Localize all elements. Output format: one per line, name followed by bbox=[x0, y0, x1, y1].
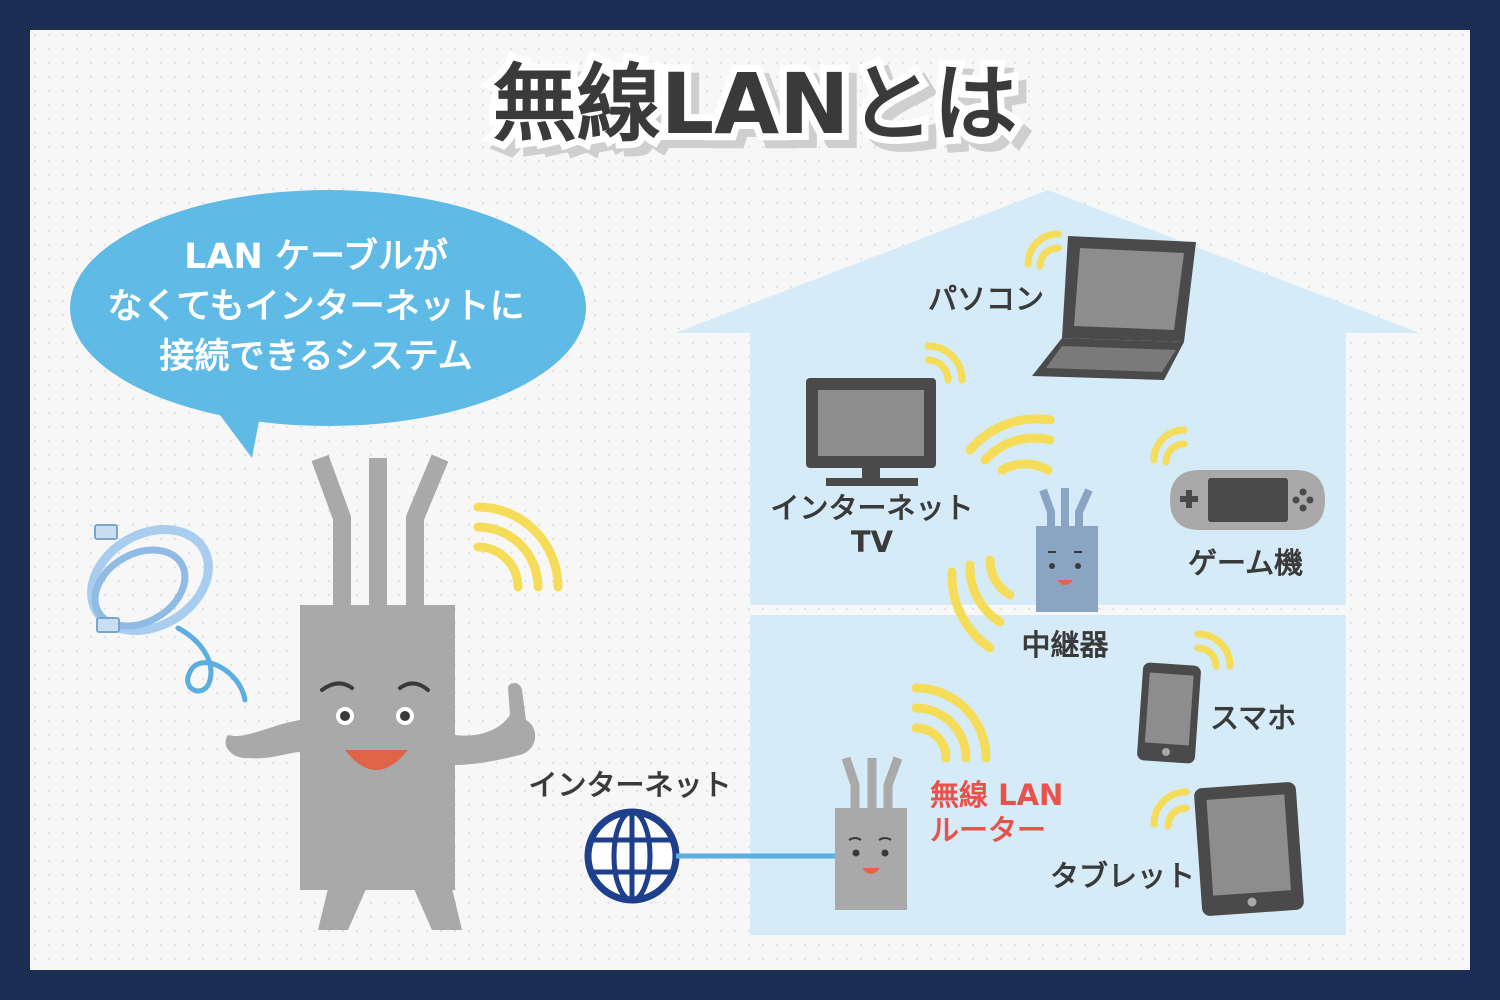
smartphone-wifi-icon bbox=[1194, 630, 1234, 670]
laptop-icon bbox=[1032, 236, 1196, 380]
title-shadow: 無線LANとは bbox=[501, 63, 1026, 161]
repeater-wifi-down-icon bbox=[947, 555, 1015, 653]
game-label: ゲーム機 bbox=[1188, 546, 1303, 580]
smartphone-icon bbox=[1137, 662, 1201, 764]
bubble-line-2: なくてもインターネットに bbox=[107, 287, 524, 327]
router-mascot bbox=[225, 454, 536, 930]
globe-icon bbox=[584, 808, 680, 904]
internet-label: インターネット bbox=[528, 768, 731, 802]
tablet-icon bbox=[1194, 782, 1304, 916]
router-wifi-icon bbox=[911, 683, 991, 763]
router-label-line-2: ルーター bbox=[930, 813, 1046, 847]
tv-label-line-1: インターネット bbox=[770, 491, 973, 525]
bubble-line-1: LAN ケーブルが bbox=[184, 236, 448, 277]
tv-wifi-icon bbox=[924, 342, 966, 384]
game-wifi-icon bbox=[1150, 426, 1188, 466]
smartphone-label: スマホ bbox=[1210, 701, 1296, 735]
wireless-router bbox=[835, 756, 907, 910]
pc-label: パソコン bbox=[928, 282, 1044, 316]
tablet-label: タブレット bbox=[1050, 859, 1195, 893]
game-console-icon bbox=[1170, 470, 1325, 530]
page-title: 無線LANとは bbox=[493, 55, 1018, 153]
tv-label-line-2: TV bbox=[851, 525, 894, 559]
cable-squiggle bbox=[175, 625, 248, 703]
speech-bubble: LAN ケーブルが なくてもインターネットに 接続できるシステム bbox=[70, 190, 586, 458]
repeater-wifi-up-icon bbox=[965, 414, 1055, 475]
title-group: 無線LANとは 無線LANとは bbox=[486, 48, 1033, 168]
house-roof bbox=[675, 190, 1420, 333]
lan-cable-icon bbox=[87, 524, 213, 635]
laptop-wifi-icon bbox=[1024, 230, 1062, 270]
tv-icon bbox=[806, 378, 936, 486]
bubble-line-3: 接続できるシステム bbox=[159, 337, 472, 377]
router-label-line-1: 無線 LAN bbox=[930, 778, 1063, 812]
repeater bbox=[1036, 488, 1098, 612]
wifi-icon bbox=[473, 502, 563, 592]
repeater-label: 中継器 bbox=[1021, 628, 1109, 662]
tablet-wifi-icon bbox=[1150, 788, 1190, 830]
